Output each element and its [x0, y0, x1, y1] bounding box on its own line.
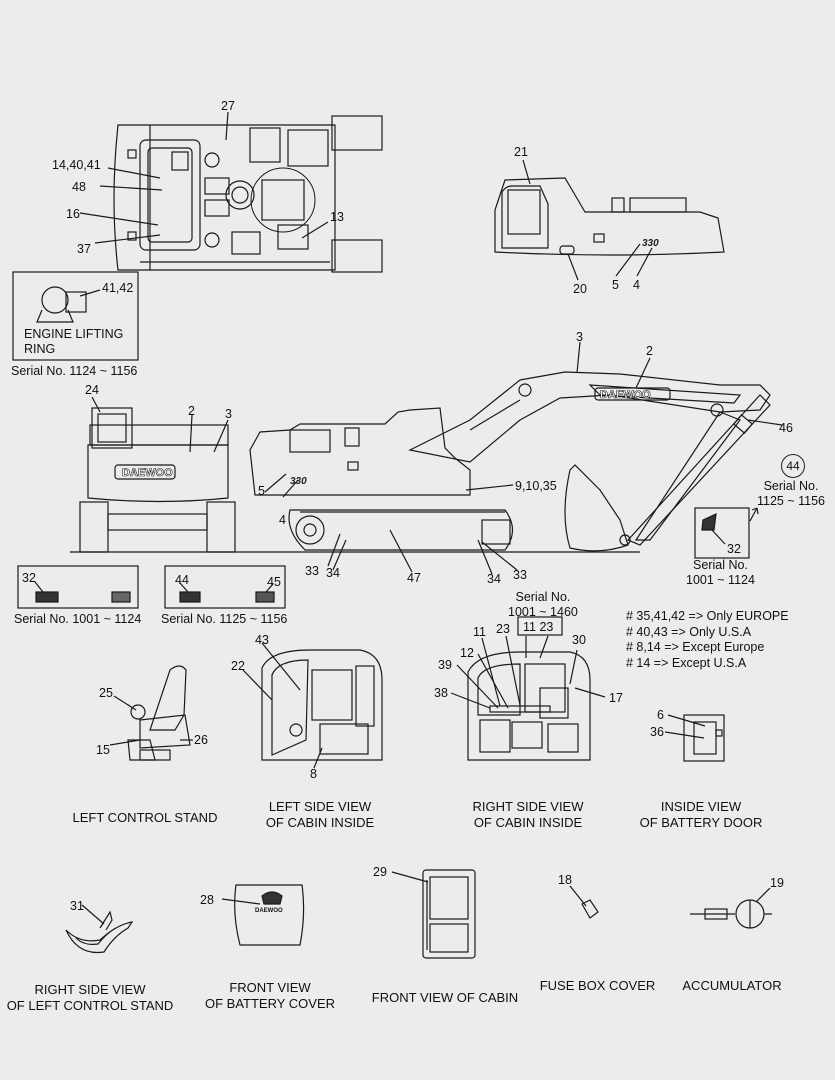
caption-left-side-cabin: LEFT SIDE VIEW OF CABIN INSIDE — [265, 799, 375, 830]
callout-30: 30 — [572, 633, 586, 647]
callout-43: 43 — [255, 633, 269, 647]
serial-1125-1156-mid: Serial No. 1125 ~ 1156 — [161, 612, 288, 626]
callout-24: 24 — [85, 383, 99, 397]
callout-31: 31 — [70, 899, 84, 913]
callout-14-40-41: 14,40,41 — [52, 158, 101, 172]
brand-logo-small: DAEWOO — [255, 908, 283, 914]
fuse-box-cover — [581, 899, 599, 919]
right-side-cabin — [467, 651, 591, 761]
callout-22: 22 — [231, 659, 245, 673]
left-side-cabin — [261, 649, 383, 761]
callout-3-rear: 3 — [225, 407, 232, 421]
side-view-small: 330 — [494, 177, 725, 256]
callout-44-circled: 44 — [781, 454, 805, 478]
callout-18: 18 — [558, 873, 572, 887]
serial-1001-1460: Serial No. 1001 ~ 1460 — [508, 590, 578, 619]
callout-34-left: 34 — [326, 566, 340, 580]
callout-5-main: 5 — [258, 484, 265, 498]
callout-4-small: 4 — [633, 278, 640, 292]
serial-1001-1124-left: Serial No. 1001 ~ 1124 — [14, 612, 142, 626]
serial-1124-1156: Serial No. 1124 ~ 1156 — [11, 364, 138, 378]
callout-32-right: 32 — [727, 542, 741, 556]
callout-5-small: 5 — [612, 278, 619, 292]
caption-right-side-stand: RIGHT SIDE VIEW OF LEFT CONTROL STAND — [6, 982, 174, 1013]
callout-27: 27 — [221, 99, 235, 113]
callout-47: 47 — [407, 571, 421, 585]
callout-17: 17 — [609, 691, 623, 705]
callout-25: 25 — [99, 686, 113, 700]
note-2: # 40,43 => Only U.S.A — [626, 624, 752, 639]
callout-29: 29 — [373, 865, 387, 879]
callout-8: 8 — [310, 767, 317, 781]
main-excavator: 330 DAEWOO — [249, 371, 771, 552]
caption-right-side-cabin: RIGHT SIDE VIEW OF CABIN INSIDE — [472, 799, 584, 830]
note-4: # 14 => Except U.S.A — [626, 655, 747, 670]
note-1: # 35,41,42 => Only EUROPE — [626, 609, 789, 623]
decal-32-icon — [701, 513, 717, 531]
front-cabin — [422, 869, 476, 959]
callout-34-right: 34 — [487, 572, 501, 586]
accumulator — [690, 899, 772, 929]
caption-fuse-box: FUSE BOX COVER — [539, 978, 656, 993]
callout-23: 23 — [496, 622, 510, 636]
caption-front-cabin: FRONT VIEW OF CABIN — [371, 990, 519, 1005]
callout-45: 45 — [267, 575, 281, 589]
control-stand-side — [65, 910, 134, 954]
callout-12: 12 — [460, 646, 474, 660]
callout-46: 46 — [779, 421, 793, 435]
callout-32-left: 32 — [22, 571, 36, 585]
callout-37: 37 — [77, 242, 91, 256]
callout-41-42: 41,42 — [102, 281, 134, 295]
callout-28: 28 — [200, 893, 214, 907]
svg-text:330: 330 — [290, 476, 307, 487]
top-view-machine — [113, 115, 383, 273]
notes-list: # 35,41,42 => Only EUROPE # 40,43 => Onl… — [626, 609, 789, 671]
rear-view: DAEWOO — [70, 407, 640, 553]
callout-15: 15 — [96, 743, 110, 757]
battery-cover — [234, 884, 305, 946]
brand-rear-svg: DAEWOO — [122, 467, 173, 479]
callout-11: 11 — [473, 625, 486, 639]
callout-44-box: 44 — [175, 573, 189, 587]
callout-16: 16 — [66, 207, 80, 221]
callout-2-rear: 2 — [188, 404, 195, 418]
callout-38: 38 — [434, 686, 448, 700]
callout-33-left: 33 — [305, 564, 319, 578]
caption-battery-cover: FRONT VIEW OF BATTERY COVER — [204, 980, 336, 1011]
callout-39: 39 — [438, 658, 452, 672]
callout-13: 13 — [330, 210, 344, 224]
brand-boom-svg: DAEWOO — [600, 389, 651, 401]
callout-33-right: 33 — [513, 568, 527, 582]
callout-6: 6 — [657, 708, 664, 722]
callout-19: 19 — [770, 876, 784, 890]
serial-1001-1124-right: Serial No. 1001 ~ 1124 — [686, 558, 755, 587]
caption-left-control-stand: LEFT CONTROL STAND — [72, 810, 218, 825]
svg-text:330: 330 — [642, 238, 659, 249]
callout-11-23-box: 11 23 — [523, 620, 554, 634]
callout-48: 48 — [72, 180, 86, 194]
caption-accumulator: ACCUMULATOR — [682, 978, 782, 993]
callout-21: 21 — [514, 145, 528, 159]
caption-battery-door: INSIDE VIEW OF BATTERY DOOR — [639, 799, 763, 830]
callout-20: 20 — [573, 282, 587, 296]
note-3: # 8,14 => Except Europe — [626, 640, 765, 654]
engine-lifting-ring-label: ENGINE LIFTING RING — [24, 327, 124, 356]
left-control-stand — [127, 665, 191, 761]
serial-1125-1156-right: Serial No. 1125 ~ 1156 — [757, 479, 826, 508]
callout-36: 36 — [650, 725, 664, 739]
callout-4-main: 4 — [279, 513, 286, 527]
callout-9-10-35: 9,10,35 — [515, 479, 557, 493]
callout-3-main: 3 — [576, 330, 583, 344]
battery-door — [683, 714, 725, 762]
callout-2-main: 2 — [646, 344, 653, 358]
callout-26: 26 — [194, 733, 208, 747]
